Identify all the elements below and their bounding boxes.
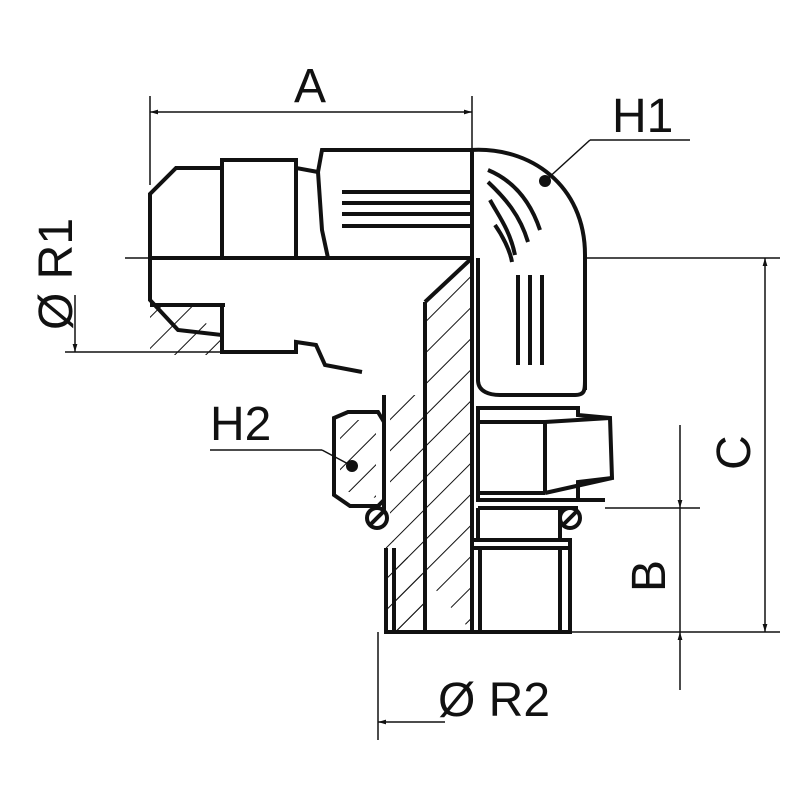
bottom-stud-neck xyxy=(476,508,562,540)
label-h1: H1 xyxy=(612,90,673,143)
label-b: B xyxy=(623,560,676,592)
label-r2: Ø R2 xyxy=(438,674,550,727)
dim-h1-leader xyxy=(544,139,591,182)
dimension-labels: A H1 Ø R1 H2 C B Ø R2 xyxy=(30,60,761,727)
o-ring-left-line xyxy=(368,509,386,527)
elbow-flat-arc-4 xyxy=(493,223,514,263)
elbow-flat-arc-3 xyxy=(488,199,517,256)
lower-nut-flat-5 xyxy=(544,476,613,495)
left-nut-hatch xyxy=(340,420,376,498)
elbow-inner-diagonal xyxy=(423,256,474,304)
label-r1: Ø R1 xyxy=(30,218,83,330)
upper-body-bottom xyxy=(316,171,330,259)
left-tube-outline xyxy=(148,148,470,258)
bottom-stud-right xyxy=(472,546,572,634)
lower-nut-flat-4 xyxy=(544,416,611,424)
vertical-wall-hatch xyxy=(390,395,425,548)
elbow-body-bottom xyxy=(476,258,587,397)
o-ring-right-line xyxy=(561,509,579,527)
label-h2: H2 xyxy=(210,398,271,451)
body-bore-upper xyxy=(150,258,195,305)
bottom-stud xyxy=(384,548,472,634)
bottom-stud-chamfer xyxy=(472,538,572,548)
elbow-flat-arc-2 xyxy=(486,180,530,243)
fitting-body xyxy=(148,147,615,634)
left-tube-lower-outline xyxy=(148,258,363,374)
elbow-outer-arc xyxy=(469,147,587,390)
dim-h1-dot xyxy=(539,175,551,187)
dimension-lines xyxy=(65,96,780,740)
label-a: A xyxy=(294,60,326,113)
elbow-flat-arc-1 xyxy=(487,168,542,231)
label-c: C xyxy=(708,435,761,470)
dim-h2-dot xyxy=(346,460,358,472)
bottom-stud-hatch xyxy=(394,548,425,632)
